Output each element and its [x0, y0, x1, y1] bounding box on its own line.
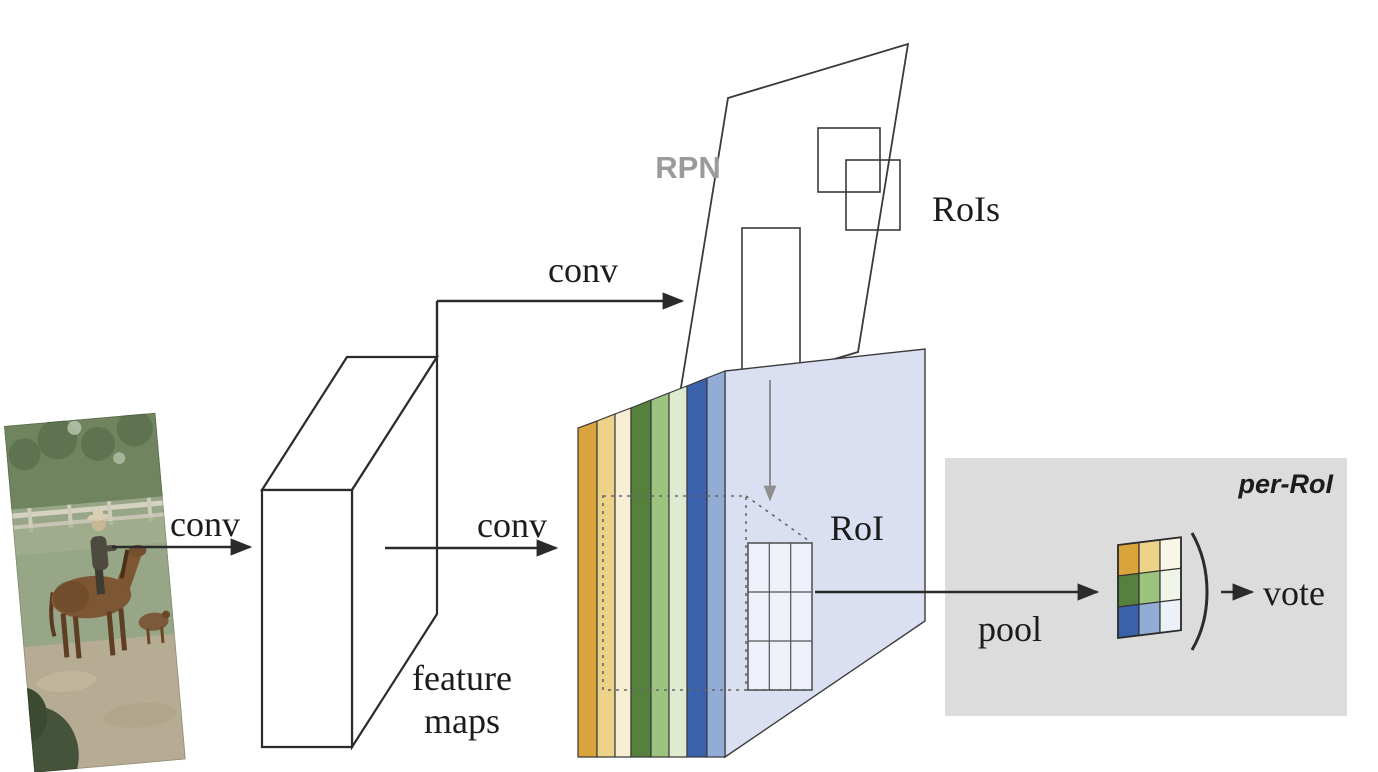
pooled-grid-frame: [1117, 536, 1182, 640]
photo-tree: [37, 419, 78, 460]
roi-grid-lines: [748, 543, 812, 690]
photo-rider-hat-top: [92, 509, 104, 519]
score-map-strip: [577, 420, 598, 758]
photo-horse-leg: [60, 613, 70, 658]
input-image-photo: [4, 412, 186, 772]
photo-fence-post: [27, 507, 34, 533]
label-rpn: RPN: [655, 150, 720, 185]
vote-bracket: [1190, 532, 1209, 651]
pooled-cell: [1138, 539, 1161, 575]
pooled-cell: [1117, 572, 1140, 608]
anchor-box-small-2: [845, 159, 901, 231]
photo-fence-post: [67, 504, 74, 529]
label-pool: pool: [978, 609, 1042, 649]
pooled-cell: [1159, 598, 1182, 634]
label-roi: RoI: [830, 508, 884, 548]
photo-foal: [138, 612, 169, 631]
pooled-cell: [1117, 541, 1140, 577]
label-feature-maps-line2: maps: [424, 701, 500, 741]
photo-dirt-patch: [103, 702, 176, 728]
photo-rider-torso: [90, 536, 109, 571]
photo-horse-leg: [118, 608, 128, 651]
photo-horse-neck: [116, 549, 142, 592]
photo-sky-gap: [67, 420, 82, 435]
score-map-strip: [614, 407, 632, 758]
photo-edge: [4, 412, 186, 772]
score-map-strip: [650, 392, 670, 758]
photo-sky-gap: [113, 452, 126, 465]
rpn-plane: [676, 42, 910, 408]
label-per-roi: per-RoI: [1238, 469, 1334, 499]
label-rois: RoIs: [932, 189, 1000, 229]
label-conv-score: conv: [477, 505, 547, 545]
rpn-sheet: [676, 42, 910, 408]
pooled-cell: [1159, 536, 1182, 572]
score-map-strip: [668, 385, 688, 758]
roi-grid: [747, 542, 813, 691]
roi-grid-frame: [747, 542, 813, 691]
photo-horse-leg: [106, 611, 116, 656]
label-feature-maps-line1: feature: [412, 658, 512, 698]
photo-fence-post: [106, 500, 114, 526]
photo-tree: [116, 412, 153, 447]
photo-tree: [80, 426, 115, 461]
label-conv-rpn: conv: [548, 250, 618, 290]
input-image: [4, 412, 186, 772]
roi-region: [602, 495, 813, 691]
photo-fence-rail: [11, 500, 164, 519]
photo-foal-leg: [160, 626, 165, 644]
photo-fence-post: [146, 497, 153, 522]
pooled-cell: [1159, 567, 1182, 603]
photo-dirt-patch: [36, 671, 97, 692]
photo-tree: [8, 438, 41, 471]
score-map-strip: [706, 370, 726, 758]
label-vote: vote: [1263, 573, 1325, 613]
feature-maps-box: [259, 353, 440, 751]
score-map-strip: [686, 377, 708, 758]
photo-grass-band: [13, 516, 167, 556]
roi-projection-dotted: [602, 495, 747, 691]
photo-fence-rail: [12, 512, 165, 530]
photo-rider-leg: [94, 565, 106, 595]
score-map-strip: [596, 413, 616, 758]
label-conv-input: conv: [170, 504, 240, 544]
photo-horse-mane: [119, 549, 130, 579]
roi-depth-edge-top: [745, 495, 813, 544]
pooled-score-grid: [1117, 536, 1182, 640]
photo-foal-head: [162, 610, 171, 619]
feature-maps-front-face: [260, 488, 354, 749]
photo-horse-shade: [53, 580, 90, 613]
pooled-cell: [1138, 570, 1161, 606]
score-maps-stack: [577, 348, 926, 759]
pooled-cell: [1117, 603, 1140, 639]
photo-foal-leg: [146, 628, 151, 645]
score-map-strip: [630, 399, 652, 758]
photo-horse-leg: [72, 616, 82, 659]
pooled-cell: [1138, 601, 1161, 637]
